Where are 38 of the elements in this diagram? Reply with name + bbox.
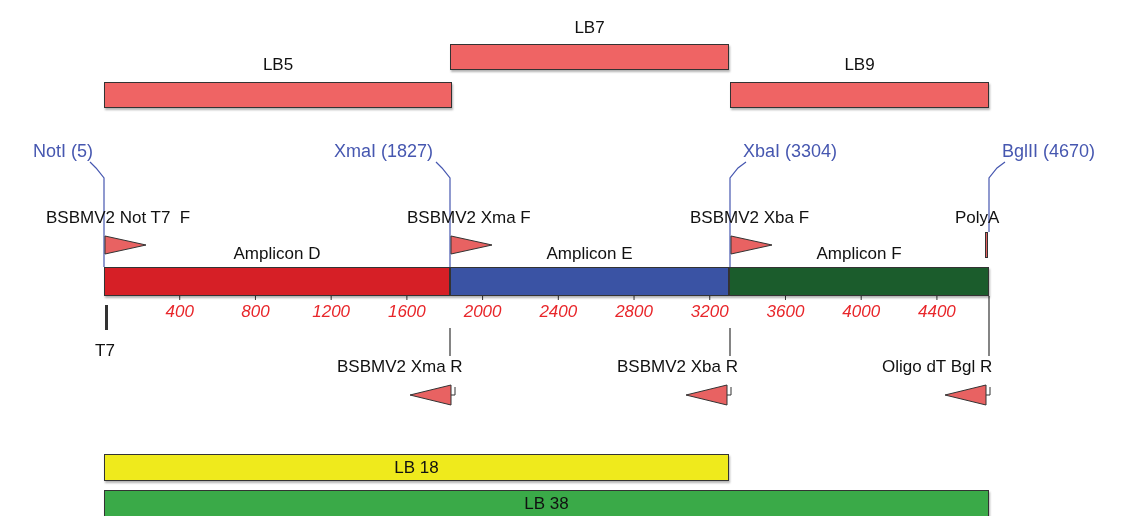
feature-label: T7 (95, 340, 115, 362)
leader-line (449, 327, 451, 357)
primer-label: BSBMV2 Xma F (407, 207, 531, 229)
leader-line (988, 295, 990, 357)
primer-label: BSBMV2 Not T7 F (46, 207, 191, 229)
restriction-site-label: XmaI (1827) (333, 140, 433, 162)
scale-number: 3600 (766, 302, 805, 322)
scale-number: 4400 (918, 302, 956, 322)
scale-number: 1600 (387, 302, 426, 322)
primer-label: BSBMV2 Xba F (690, 207, 810, 229)
bar-label: Amplicon E (546, 243, 633, 265)
bar-label: LB9 (844, 54, 875, 76)
scale-number: 1200 (312, 302, 351, 322)
bar-label: LB 38 (524, 493, 569, 515)
leader-line (435, 161, 451, 268)
bar-label: Amplicon F (816, 243, 902, 265)
leader-line (89, 161, 105, 268)
scale-number: 800 (241, 302, 270, 322)
bar-label: LB7 (574, 17, 605, 39)
leader-line (729, 161, 747, 268)
bar-label: LB5 (262, 54, 294, 76)
bar-label: LB 18 (394, 456, 439, 479)
leader-line (988, 161, 1006, 233)
restriction-site-label: XbaI (3304) (743, 140, 838, 162)
feature-label: PolyA (955, 207, 1000, 229)
primer-label: BSBMV2 Xba R (617, 356, 738, 378)
scale-number: 2400 (539, 302, 578, 322)
restriction-site-label: NotI (5) (33, 140, 93, 162)
scale-number: 3200 (690, 302, 729, 322)
scale-number: 400 (165, 302, 194, 322)
bar-label: Amplicon D (233, 243, 321, 265)
scale-number: 4000 (842, 302, 881, 322)
primer-label: Oligo dT Bgl R (882, 356, 993, 378)
restriction-site-label: BglII (4670) (1002, 140, 1096, 162)
scale-number: 2000 (463, 302, 502, 322)
leader-line (729, 327, 731, 357)
primer-label: BSBMV2 Xma R (337, 356, 463, 378)
scale-number: 2800 (615, 302, 653, 322)
